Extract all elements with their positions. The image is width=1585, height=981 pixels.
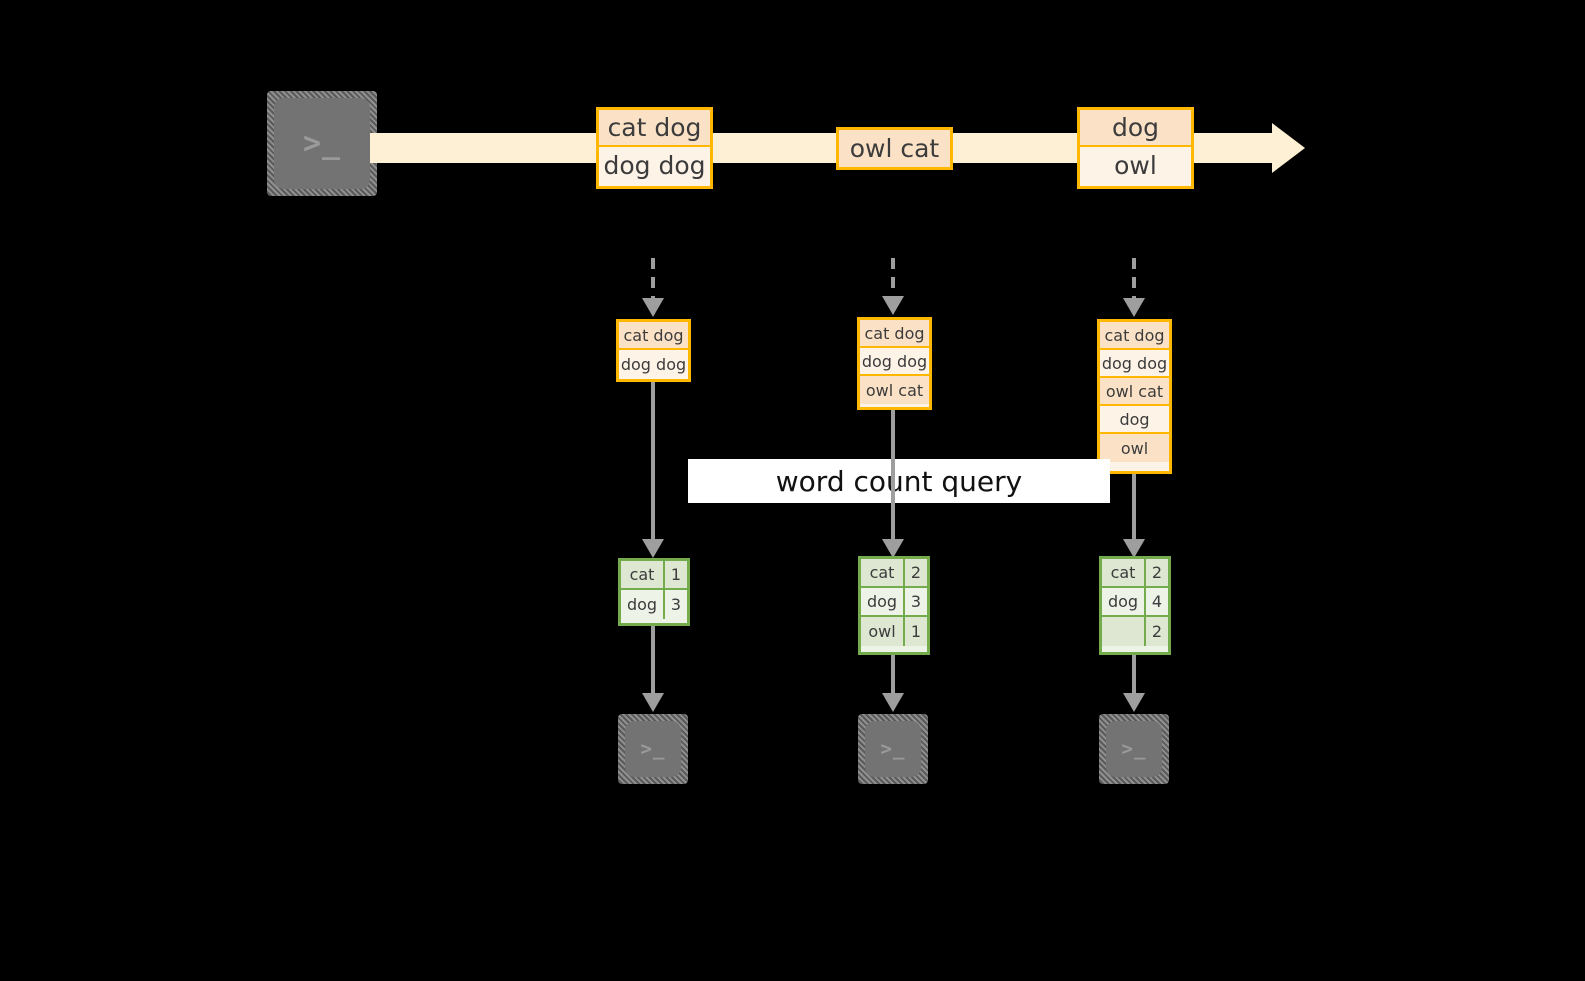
result-to-sink-arrowhead <box>1123 693 1145 712</box>
snapshot-line: owl <box>1100 434 1169 462</box>
stream-to-snapshot-arrowhead <box>882 296 904 315</box>
record-line: cat dog <box>599 110 710 147</box>
table-row: dog 3 <box>621 590 687 619</box>
table-cell-word: cat <box>861 559 905 586</box>
snapshot-line: dog dog <box>619 350 688 378</box>
table-row: cat 2 <box>861 559 927 588</box>
snapshot-line: dog dog <box>860 348 929 376</box>
snapshot-to-result-line <box>651 382 655 542</box>
snapshot-to-result-arrowhead <box>882 539 904 558</box>
snapshot-record-box: cat dog dog dog owl cat dog owl <box>1097 319 1172 474</box>
table-cell-count: 2 <box>1151 563 1163 582</box>
table-cell-count: 2 <box>910 563 922 582</box>
snapshot-line: cat dog <box>860 320 929 348</box>
snapshot-to-result-line <box>1132 474 1136 542</box>
stream-record: cat dog dog dog <box>596 107 713 189</box>
snapshot-record-box: cat dog dog dog <box>616 319 691 382</box>
terminal-screen <box>274 98 370 189</box>
stream-to-snapshot-arrowhead <box>642 298 664 317</box>
table-row: owl 1 <box>861 617 927 646</box>
snapshot-line: cat dog <box>1100 322 1169 350</box>
table-cell-count: 3 <box>910 592 922 611</box>
table-cell-count: 4 <box>1151 592 1163 611</box>
result-table: cat 1 dog 3 <box>618 558 690 626</box>
table-cell-count: 3 <box>670 595 682 614</box>
snapshot-line: dog dog <box>1100 350 1169 378</box>
table-cell-word: cat <box>1102 559 1146 586</box>
stream-arrow-head <box>1272 123 1305 173</box>
table-row: cat 1 <box>621 561 687 590</box>
stream-to-snapshot-dashed-line <box>651 258 655 302</box>
table-cell-word: dog <box>861 588 905 615</box>
snapshot-line: cat dog <box>619 322 688 350</box>
result-to-sink-line <box>891 655 895 696</box>
source-terminal-icon: >_ <box>267 91 377 196</box>
table-cell-word <box>1102 617 1146 646</box>
table-row: dog 4 <box>1102 588 1168 617</box>
table-row: 2 <box>1102 617 1168 646</box>
terminal-screen <box>625 721 681 777</box>
table-cell-count: 2 <box>1151 622 1163 641</box>
snapshot-line: owl cat <box>1100 378 1169 406</box>
table-cell-word: dog <box>621 590 665 619</box>
sink-terminal-icon: >_ <box>618 714 688 784</box>
result-table: cat 2 dog 3 owl 1 <box>858 556 930 655</box>
query-label-text: word count query <box>775 464 1023 498</box>
snapshot-to-result-line-overlay <box>891 459 895 503</box>
table-cell-count: 1 <box>910 622 922 641</box>
table-row: dog 3 <box>861 588 927 617</box>
sink-terminal-icon: >_ <box>858 714 928 784</box>
record-line: owl cat <box>839 130 950 167</box>
snapshot-to-result-arrowhead <box>1123 539 1145 558</box>
record-line: owl <box>1080 147 1191 184</box>
terminal-screen <box>1106 721 1162 777</box>
result-to-sink-arrowhead <box>642 693 664 712</box>
sink-terminal-icon: >_ <box>1099 714 1169 784</box>
result-table: cat 2 dog 4 2 <box>1099 556 1171 655</box>
stream-record: owl cat <box>836 127 953 170</box>
snapshot-line: owl cat <box>860 376 929 404</box>
snapshot-to-result-arrowhead <box>642 539 664 558</box>
terminal-screen <box>865 721 921 777</box>
stream-to-snapshot-arrowhead <box>1123 298 1145 317</box>
record-line: dog dog <box>599 147 710 184</box>
table-row: cat 2 <box>1102 559 1168 588</box>
table-cell-word: cat <box>621 561 665 588</box>
record-line: dog <box>1080 110 1191 147</box>
result-to-sink-line <box>1132 655 1136 696</box>
table-cell-word: dog <box>1102 588 1146 615</box>
result-to-sink-line <box>651 626 655 696</box>
query-label-banner: word count query <box>688 459 1110 503</box>
table-cell-count: 1 <box>670 565 682 584</box>
table-cell-word: owl <box>861 617 905 646</box>
result-to-sink-arrowhead <box>882 693 904 712</box>
terminal-prompt-glyph: >_ <box>640 737 666 760</box>
stream-to-snapshot-dashed-line <box>891 258 895 300</box>
terminal-prompt-glyph: >_ <box>880 737 906 760</box>
stream-to-snapshot-dashed-line <box>1132 258 1136 302</box>
snapshot-record-box: cat dog dog dog owl cat <box>857 317 932 410</box>
terminal-prompt-glyph: >_ <box>302 125 342 161</box>
stream-record: dog owl <box>1077 107 1194 189</box>
terminal-prompt-glyph: >_ <box>1121 737 1147 760</box>
snapshot-line: dog <box>1100 406 1169 434</box>
